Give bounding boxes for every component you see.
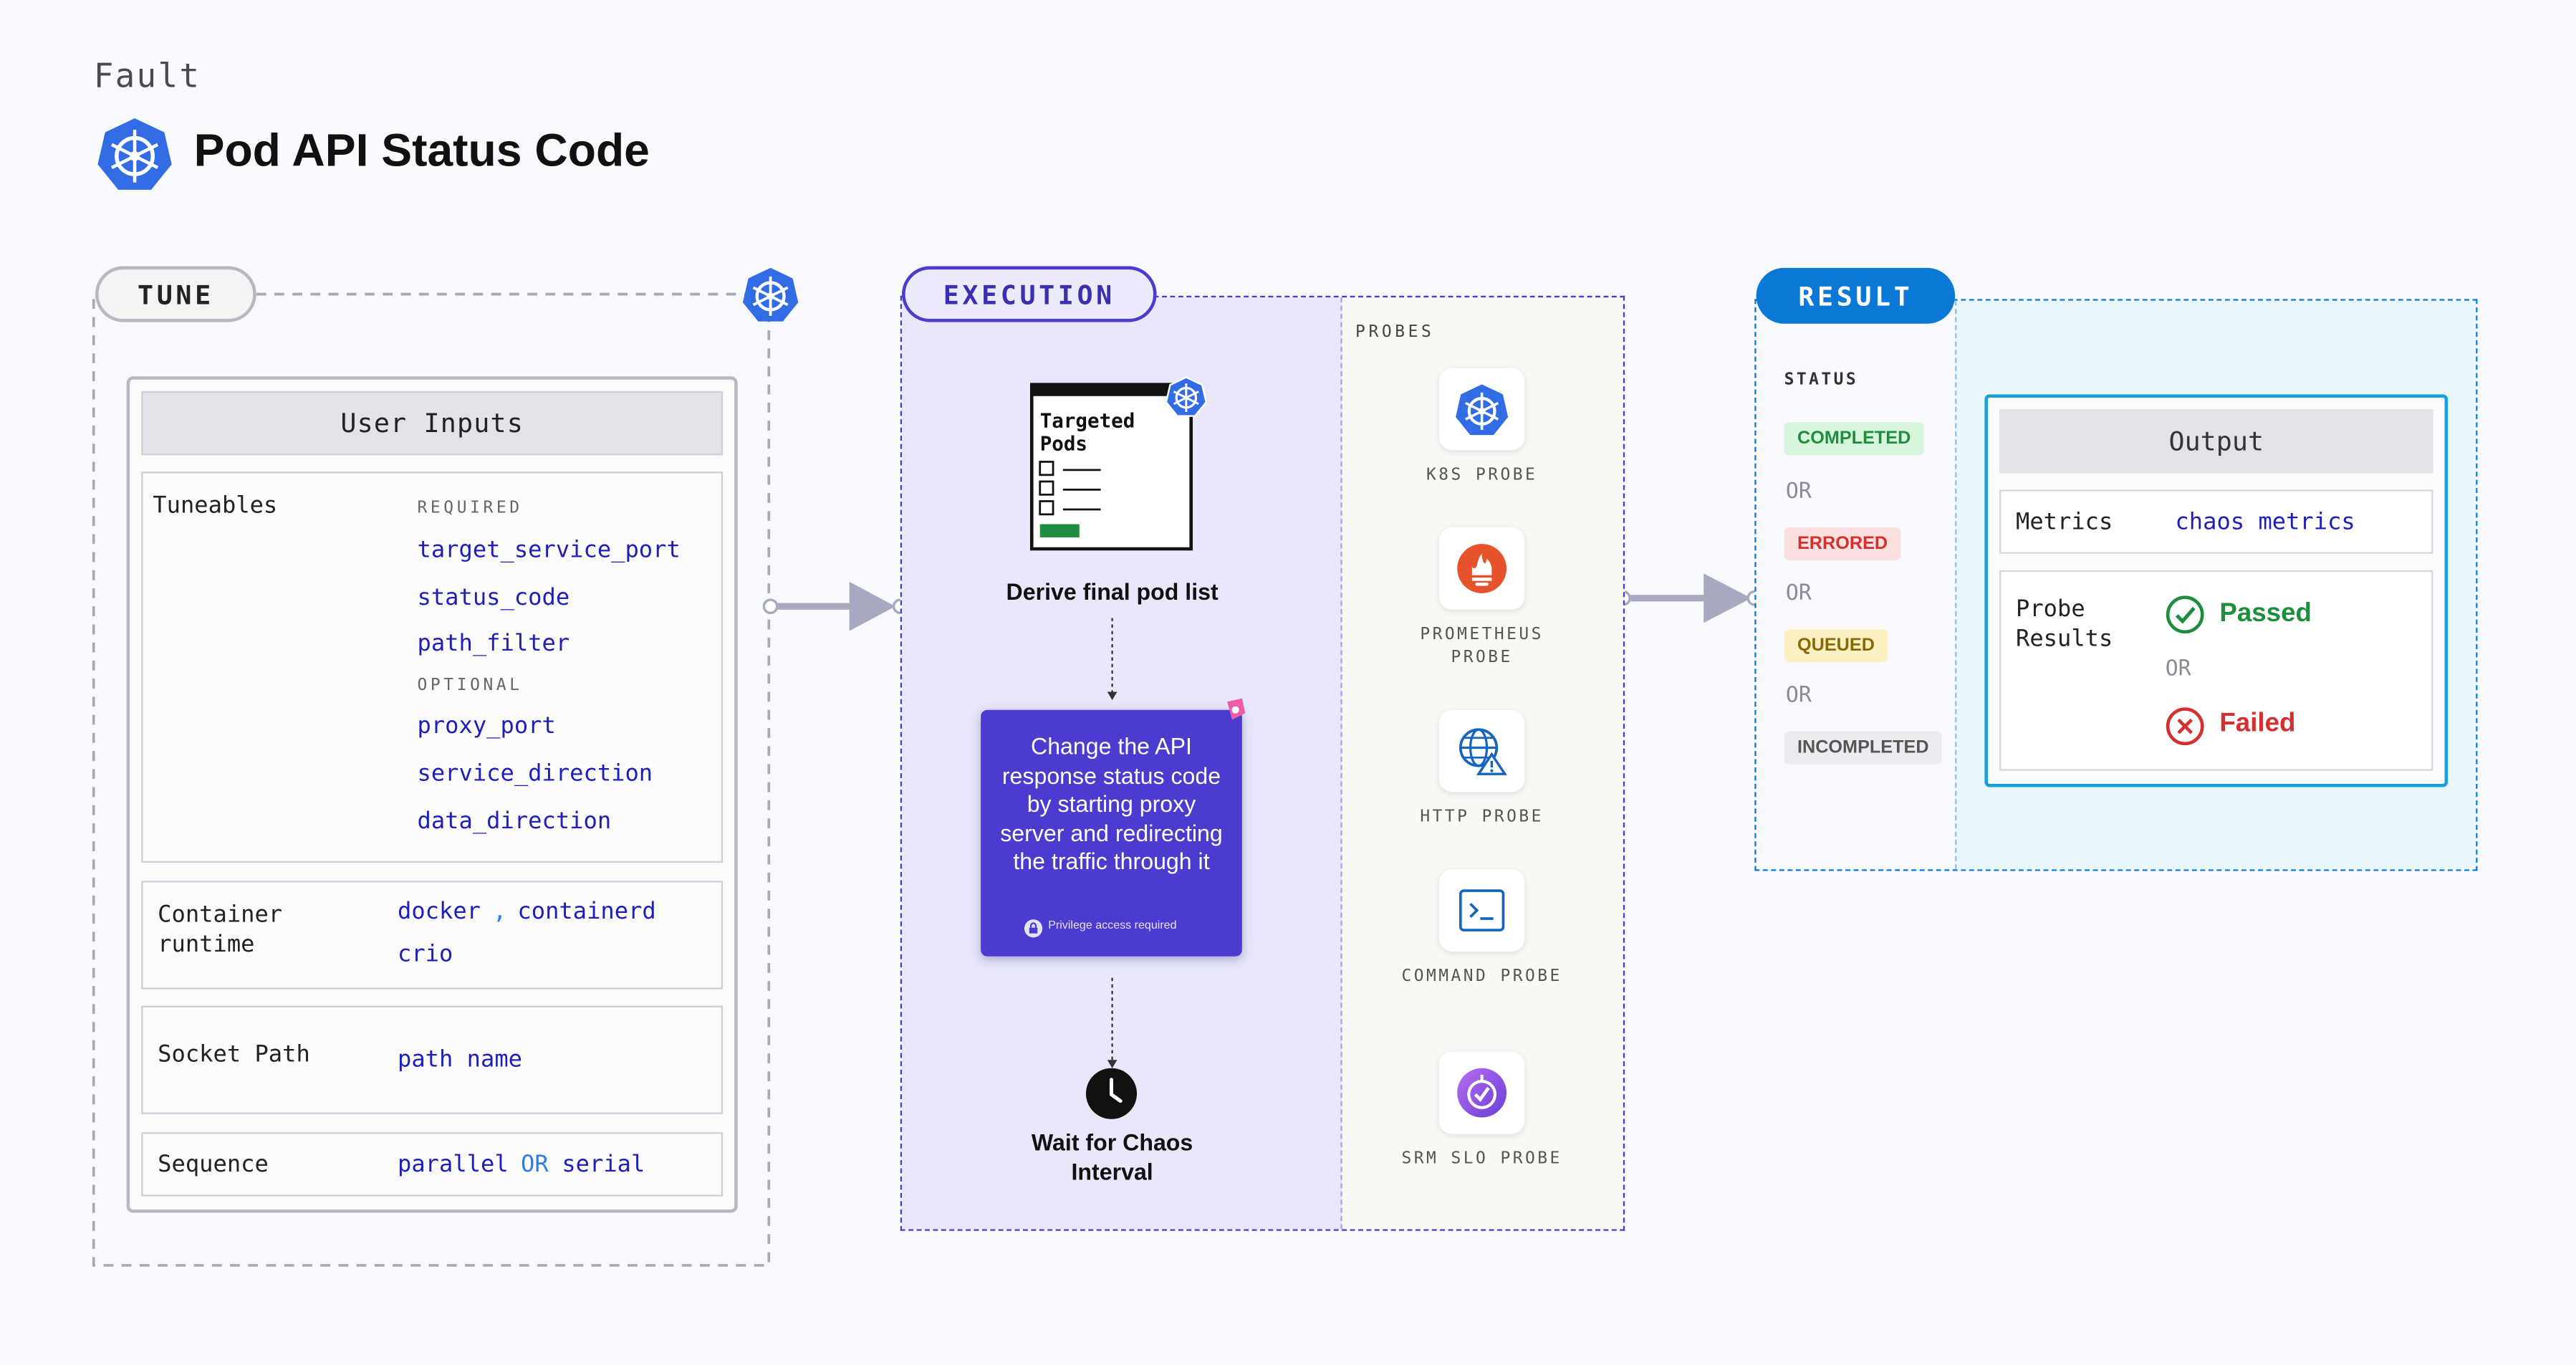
sequence-box: [141, 1132, 724, 1197]
checklist-icon: [1039, 461, 1101, 537]
socket-path-value: path name: [398, 1046, 522, 1073]
kubernetes-icon: [742, 267, 799, 322]
srm-slo-icon: [1457, 1068, 1507, 1118]
tuneable-required-item: status_code: [417, 585, 570, 612]
or-text: OR: [1785, 684, 1812, 709]
x-circle-icon: [2166, 707, 2204, 746]
lock-icon: [1024, 919, 1043, 938]
srm-slo-probe-label: SRM SLO PROBE: [1401, 1150, 1562, 1169]
sequence-serial: serial: [562, 1151, 645, 1179]
tuneables-label: Tuneables: [153, 493, 278, 519]
tuneable-optional-item: proxy_port: [417, 713, 556, 740]
privilege-note: Privilege access required: [1048, 920, 1177, 932]
status-label: STATUS: [1784, 371, 1859, 390]
terminal-icon: [1458, 889, 1505, 931]
flow-dotted-lines: [1107, 618, 1118, 1068]
tuneable-required-item: target_service_port: [417, 537, 681, 564]
sequence-or: OR: [521, 1151, 549, 1179]
http-globe-icon: [1458, 728, 1507, 775]
prometheus-probe-card: [1439, 527, 1525, 610]
command-probe-card: [1439, 869, 1525, 952]
chaos-badge-icon: [1227, 698, 1246, 720]
socket-path-box: [141, 1005, 724, 1114]
metrics-row: [1999, 489, 2433, 554]
status-completed-badge: COMPLETED: [1784, 422, 1924, 456]
result-label: RESULT: [1756, 267, 1956, 324]
tuneable-optional-item: service_direction: [417, 760, 653, 787]
runtime-separator: ,: [493, 899, 507, 926]
metrics-value: chaos metrics: [2175, 509, 2355, 536]
container-runtime-label: Container runtime: [158, 902, 283, 959]
probe-results-row: [1999, 570, 2433, 771]
socket-path-label: Socket Path: [158, 1042, 310, 1068]
targeted-pods-card: [1029, 383, 1193, 551]
prometheus-probe-label: PROMETHEUS PROBE: [1420, 626, 1544, 668]
chaos-action-text: Change the API response status code by s…: [1000, 732, 1223, 875]
status-queued-badge: QUEUED: [1784, 629, 1888, 663]
http-probe-label: HTTP PROBE: [1420, 808, 1544, 827]
page-title: Pod API Status Code: [193, 125, 650, 176]
command-probe-label: COMMAND PROBE: [1401, 967, 1562, 987]
failed-label: Failed: [2219, 709, 2296, 738]
required-label: REQUIRED: [417, 499, 523, 518]
status-errored-badge: ERRORED: [1784, 527, 1901, 561]
prometheus-icon: [1457, 544, 1507, 593]
user-inputs-title: User Inputs: [141, 391, 724, 456]
probe-results-label: Probe Results: [2016, 596, 2113, 653]
sequence-label: Sequence: [158, 1151, 269, 1179]
status-incompleted-badge: INCOMPLETED: [1784, 731, 1942, 765]
or-text: OR: [2165, 657, 2191, 682]
wait-chaos-interval-label: Wait for Chaos Interval: [1031, 1129, 1193, 1185]
tuneable-optional-item: data_direction: [417, 808, 612, 835]
optional-label: OPTIONAL: [417, 676, 523, 696]
srm-slo-probe-card: [1439, 1051, 1525, 1134]
tuneables-box: [141, 471, 724, 863]
kubernetes-icon: [1165, 376, 1208, 417]
output-title: Output: [1999, 409, 2433, 474]
check-circle-icon: [2166, 595, 2204, 634]
kubernetes-logo-icon: [97, 118, 172, 190]
execution-label: EXECUTION: [902, 266, 1157, 322]
tuneable-required-item: path_filter: [417, 631, 570, 658]
runtime-crio: crio: [398, 942, 453, 968]
or-text: OR: [1785, 479, 1812, 505]
chaos-action-card: [981, 709, 1242, 957]
derive-pod-list-label: Derive final pod list: [1006, 578, 1219, 605]
or-text: OR: [1785, 581, 1812, 607]
container-runtime-box: [141, 881, 724, 990]
probes-label: PROBES: [1355, 323, 1435, 343]
k8s-probe-label: K8S PROBE: [1426, 466, 1538, 485]
tune-label: TUNE: [95, 266, 256, 322]
kubernetes-icon: [1456, 383, 1509, 434]
runtime-containerd: containerd: [517, 899, 656, 926]
targeted-pods-title: Targeted Pods: [1039, 409, 1135, 456]
clock-icon: [1085, 1068, 1138, 1119]
page-kicker: Fault: [93, 55, 201, 96]
passed-label: Passed: [2219, 600, 2312, 628]
k8s-probe-card: [1439, 368, 1525, 451]
metrics-label: Metrics: [2016, 509, 2113, 536]
runtime-docker: docker: [398, 899, 481, 926]
sequence-parallel: parallel: [398, 1151, 509, 1179]
http-probe-card: [1439, 709, 1525, 792]
